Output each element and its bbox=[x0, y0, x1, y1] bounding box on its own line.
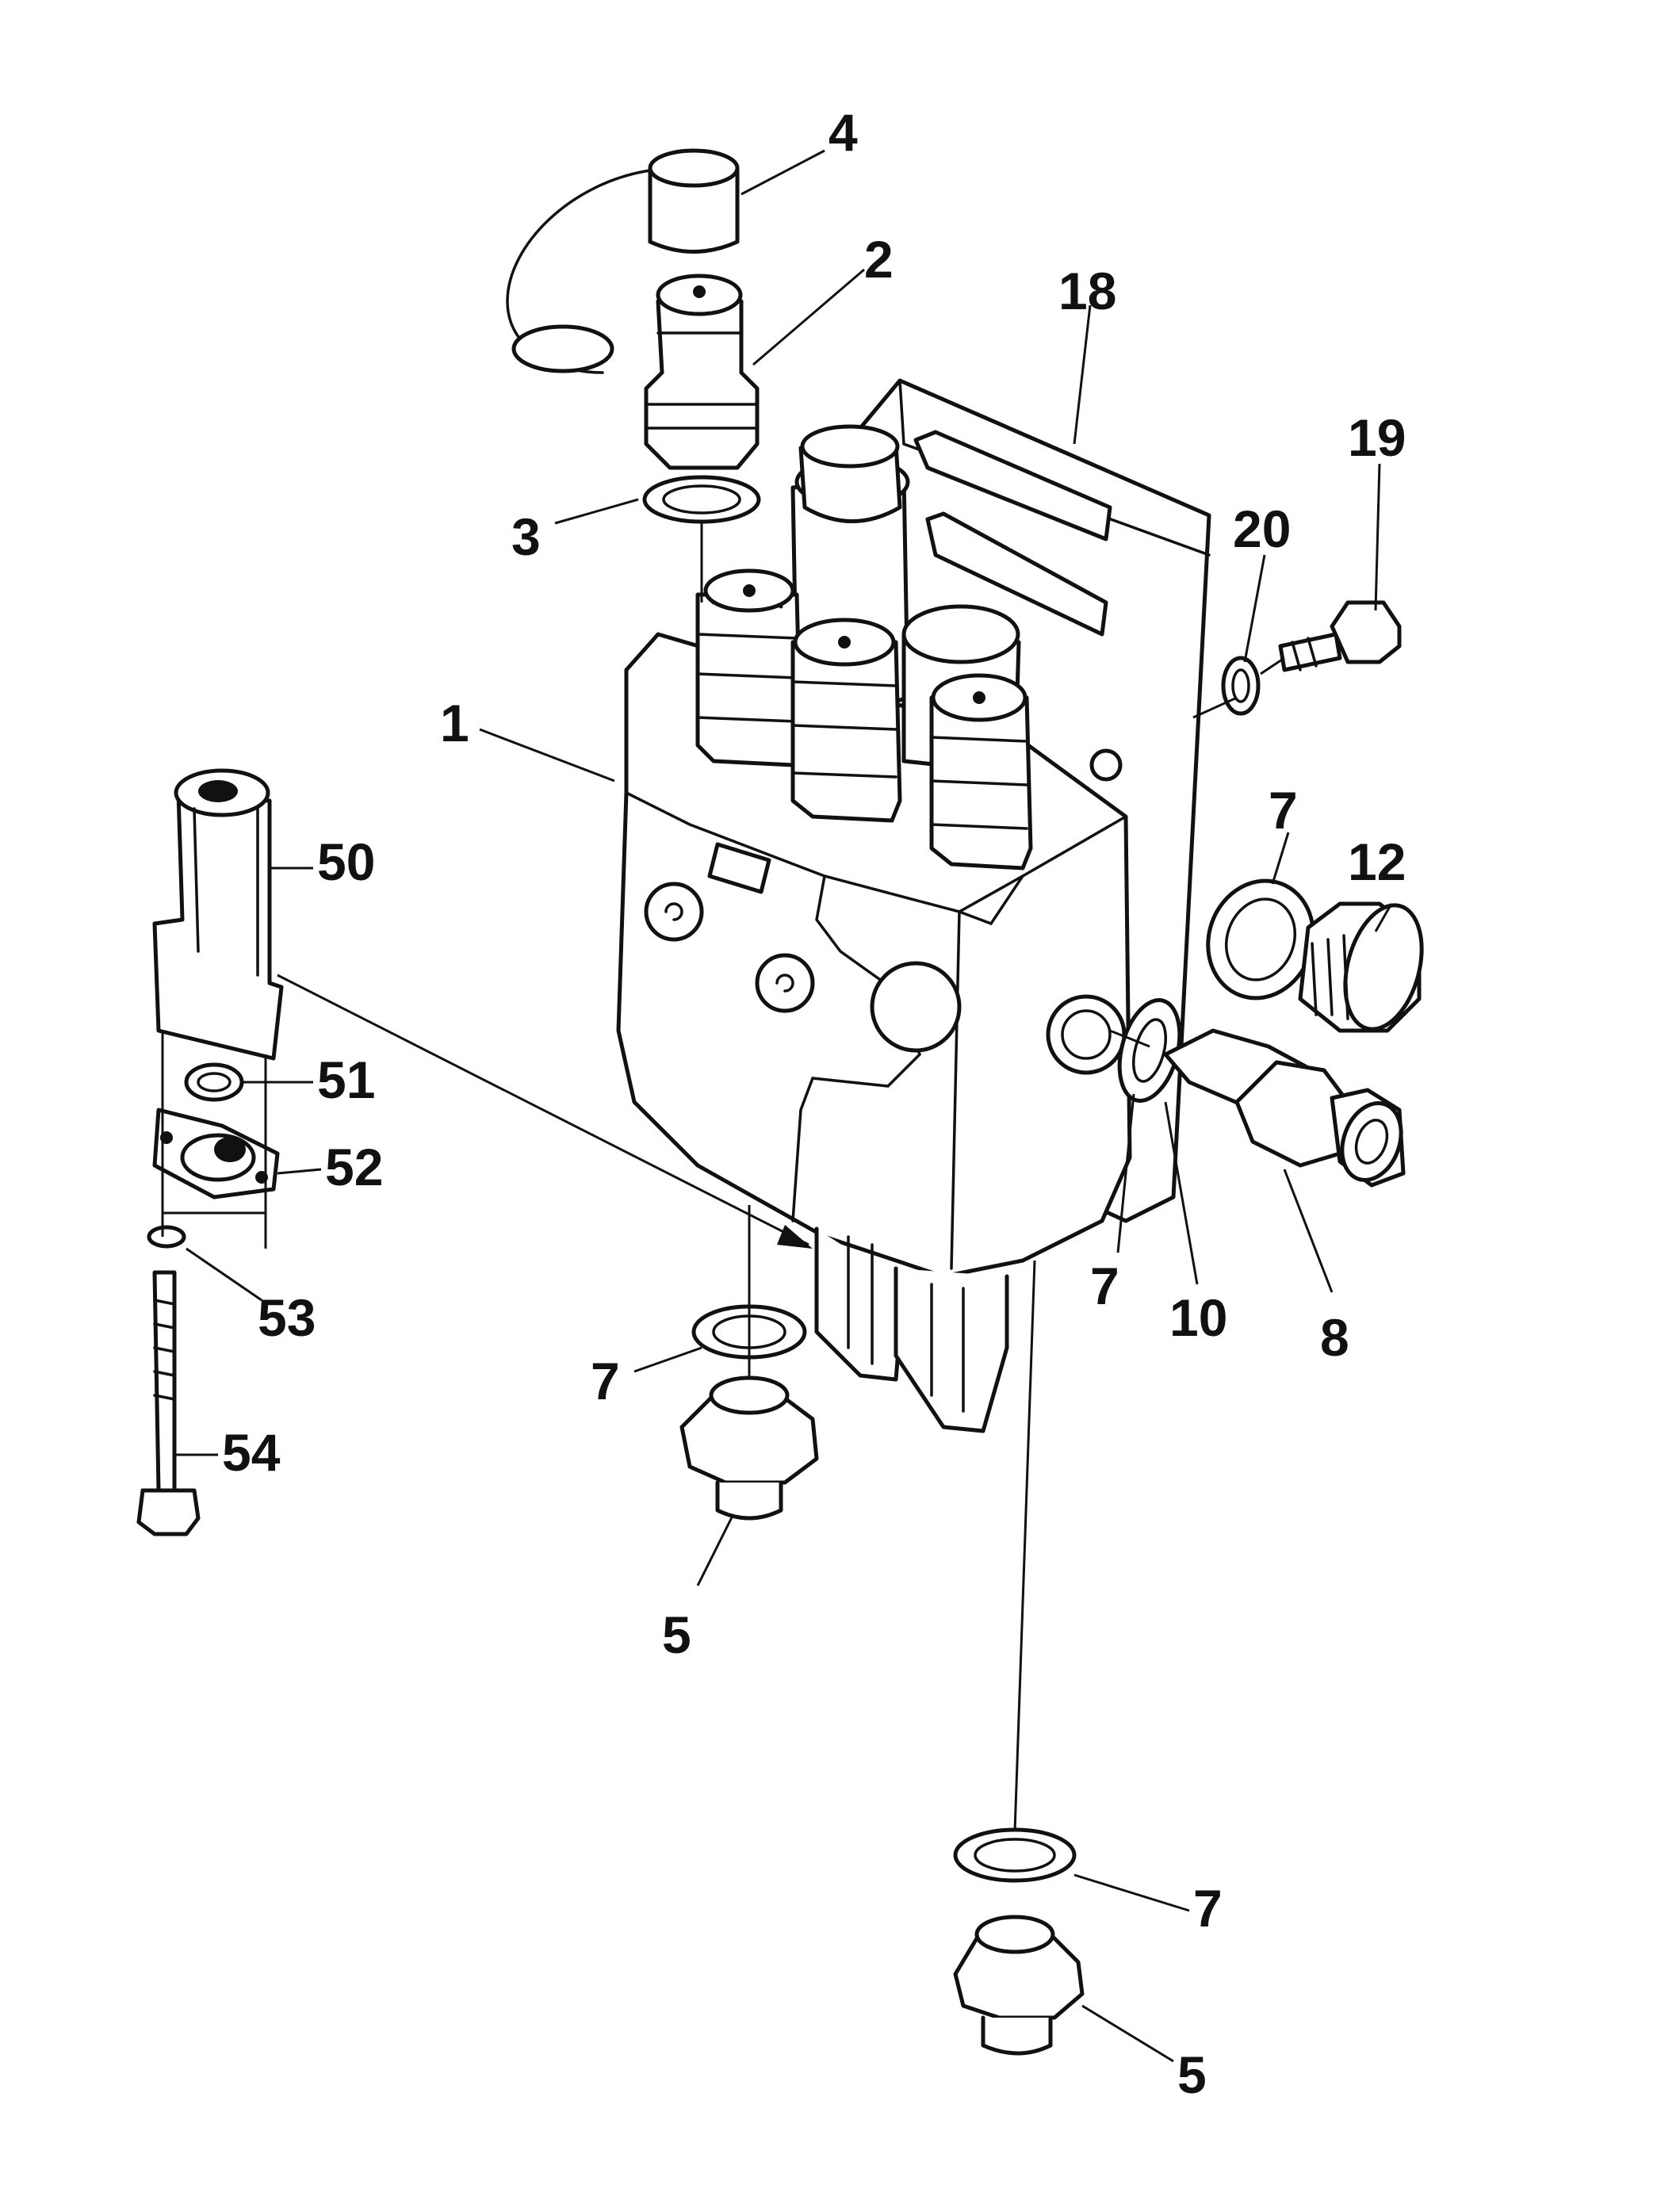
part-52-flange bbox=[152, 1108, 280, 1199]
part-50-housing bbox=[152, 768, 284, 1061]
part-seal-ring bbox=[642, 475, 761, 524]
callout-labels: 4 2 18 19 20 3 1 50 7 12 51 52 53 7 10 8… bbox=[222, 103, 1406, 2104]
callout-12: 12 bbox=[1348, 832, 1406, 891]
callout-52: 52 bbox=[325, 1138, 383, 1196]
part-coupler bbox=[644, 274, 760, 470]
callout-19: 19 bbox=[1348, 408, 1406, 467]
callout-5-left: 5 bbox=[662, 1605, 691, 1664]
part-fitting-5-right bbox=[953, 1915, 1085, 2056]
part-fitting-8 bbox=[1163, 1028, 1406, 1188]
callout-1: 1 bbox=[440, 694, 469, 752]
callout-10: 10 bbox=[1169, 1288, 1227, 1347]
callout-7-lower-right: 7 bbox=[1193, 1879, 1223, 1938]
callout-leaders bbox=[174, 149, 1393, 2063]
part-washer-7-right bbox=[1206, 878, 1315, 1001]
part-fitting-5-left bbox=[679, 1375, 819, 1521]
part-53-washer bbox=[147, 1225, 186, 1249]
callout-8: 8 bbox=[1320, 1308, 1349, 1367]
part-dust-cap bbox=[506, 148, 740, 374]
callout-7-lower-left: 7 bbox=[591, 1352, 620, 1410]
callout-3: 3 bbox=[511, 507, 541, 566]
assembly-lines bbox=[161, 523, 1285, 1832]
callout-50: 50 bbox=[317, 832, 375, 891]
part-spool-nose bbox=[814, 1226, 1009, 1433]
callout-20: 20 bbox=[1233, 499, 1291, 558]
callout-7-right: 7 bbox=[1269, 781, 1298, 840]
callout-5-right: 5 bbox=[1177, 2045, 1207, 2104]
part-54-bolt bbox=[136, 1270, 201, 1536]
part-washer-7-lower-right bbox=[953, 1827, 1077, 1883]
part-51-ring bbox=[184, 1062, 244, 1102]
callout-54: 54 bbox=[222, 1423, 281, 1482]
callout-7-mid: 7 bbox=[1090, 1257, 1119, 1315]
callout-51: 51 bbox=[317, 1050, 375, 1109]
callout-4: 4 bbox=[829, 103, 858, 162]
callout-18: 18 bbox=[1058, 262, 1116, 320]
part-quick-couplers bbox=[695, 568, 1033, 870]
callout-2: 2 bbox=[864, 230, 894, 289]
part-washer-20 bbox=[1221, 656, 1261, 716]
callout-53: 53 bbox=[258, 1288, 316, 1347]
part-plug-12 bbox=[1298, 901, 1424, 1033]
part-bolt-19 bbox=[1278, 600, 1402, 672]
